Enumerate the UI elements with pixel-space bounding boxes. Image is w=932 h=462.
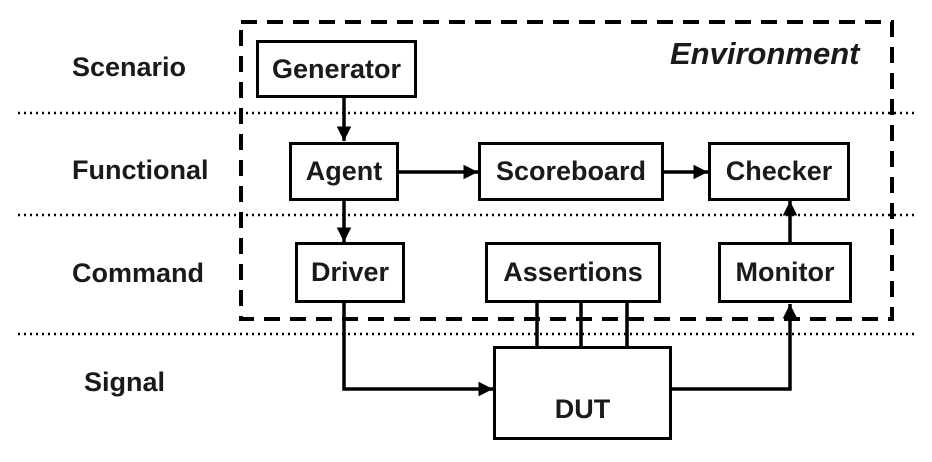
layer-label-signal: Signal: [84, 367, 166, 397]
assertions-label: Assertions: [503, 257, 643, 287]
generator-block: Generator: [256, 40, 417, 98]
arrow-dut-to-monitor: [671, 304, 798, 391]
assertions-block: Assertions: [485, 242, 661, 303]
scoreboard-label: Scoreboard: [495, 156, 647, 186]
environment-border: [239, 20, 894, 321]
layer-label-functional: Functional: [72, 155, 209, 185]
dut-block: DUT: [493, 346, 672, 440]
driver-label: Driver: [310, 257, 390, 287]
checker-block: Checker: [708, 142, 850, 201]
agent-label: Agent: [305, 156, 383, 186]
arrow-driver-to-dut: [342, 302, 493, 397]
checker-label: Checker: [725, 156, 833, 186]
environment-label: Environment: [670, 36, 860, 71]
scoreboard-block: Scoreboard: [478, 142, 664, 201]
driver-block: Driver: [295, 242, 405, 303]
layer-label-command: Command: [72, 258, 205, 288]
generator-label: Generator: [271, 53, 402, 84]
layer-label-scenario: Scenario: [72, 52, 187, 82]
agent-block: Agent: [289, 142, 399, 201]
monitor-block: Monitor: [718, 242, 852, 303]
monitor-label: Monitor: [735, 257, 835, 287]
dut-label: DUT: [554, 394, 611, 424]
